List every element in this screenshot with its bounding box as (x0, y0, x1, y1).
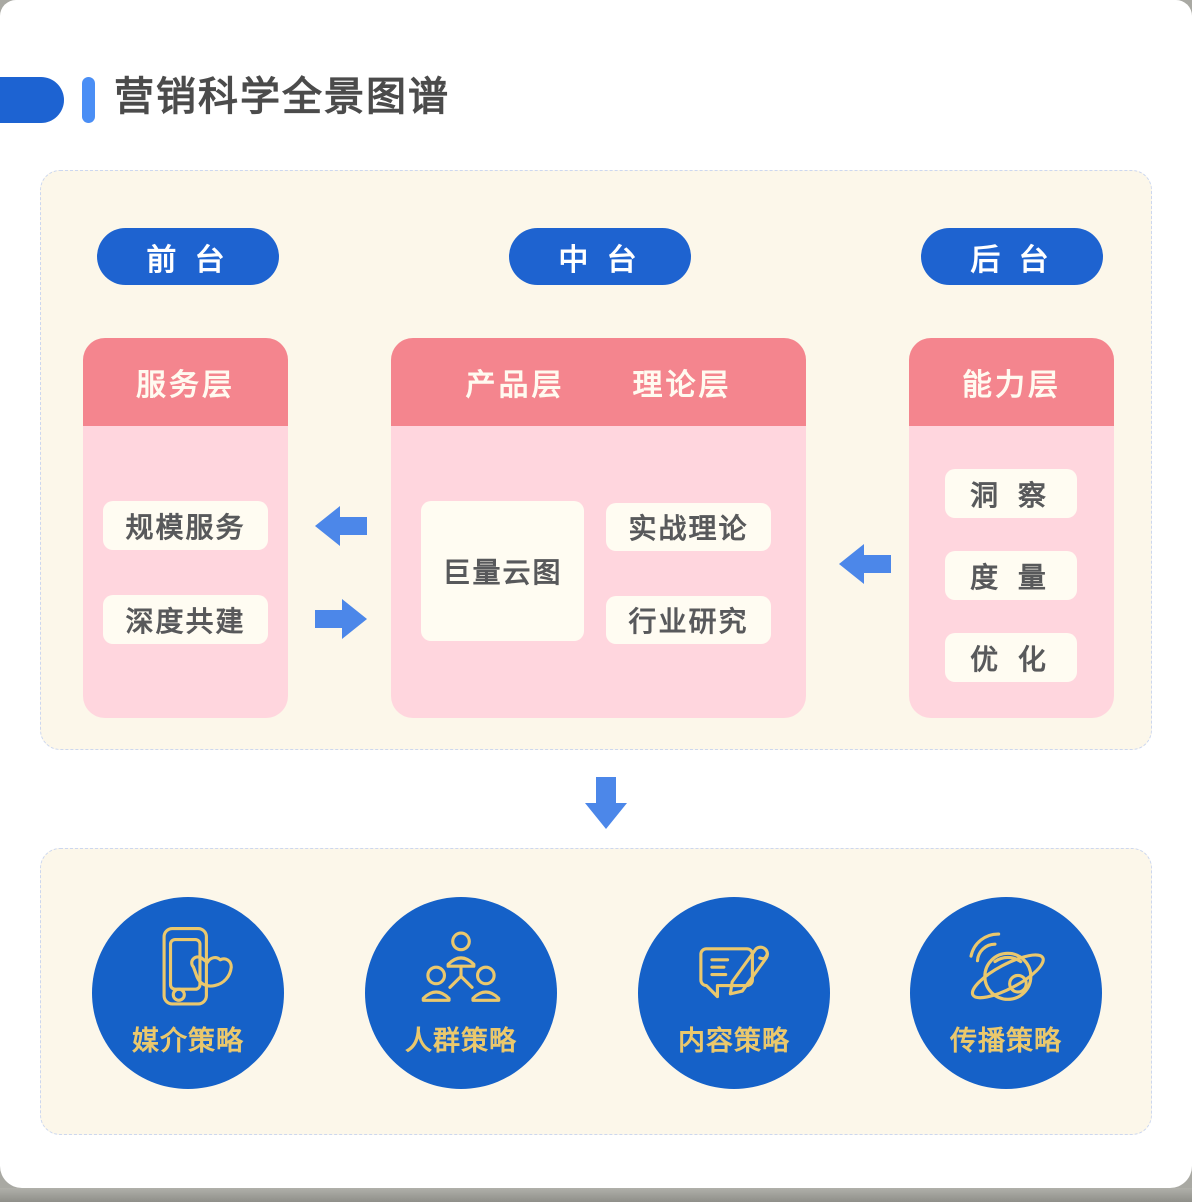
card-service-layer: 服务层 规模服务 深度共建 (83, 338, 288, 718)
card-product-theory-layer: 产品层 理论层 巨量云图 实战理论 行业研究 (391, 338, 806, 718)
item-scale-service: 规模服务 (103, 501, 268, 550)
strategy-label: 传播策略 (950, 1026, 1062, 1056)
item-optimization: 优 化 (945, 633, 1077, 682)
strategy-panel: 媒介策略 人群策略 (40, 848, 1152, 1135)
arrow-left-icon (315, 506, 367, 546)
strategy-label: 内容策略 (678, 1026, 790, 1056)
strategy-content: 内容策略 (638, 897, 830, 1089)
product-theory-body: 巨量云图 实战理论 行业研究 (391, 426, 806, 718)
window-bottom-edge (0, 1188, 1192, 1202)
strategy-label: 媒介策略 (132, 1026, 244, 1056)
theory-layer-label: 理论层 (632, 369, 732, 402)
item-measurement: 度 量 (945, 551, 1077, 600)
arrow-down-icon (585, 777, 627, 829)
strategy-audience: 人群策略 (365, 897, 557, 1089)
service-layer-body: 规模服务 深度共建 (83, 426, 288, 718)
badge-back-stage-label: 后 台 (970, 243, 1054, 277)
title-accent-pill (0, 77, 64, 123)
strategy-label: 人群策略 (405, 1026, 517, 1056)
strategy-media: 媒介策略 (92, 897, 284, 1089)
item-practical-theory: 实战理论 (606, 503, 771, 551)
product-theory-header: 产品层 理论层 (391, 338, 806, 426)
badge-back-stage: 后 台 (921, 228, 1103, 285)
product-layer-label: 产品层 (465, 369, 565, 402)
phone-tap-icon (142, 923, 234, 1015)
strategy-communication: 传播策略 (910, 897, 1102, 1089)
capability-layer-body: 洞 察 度 量 优 化 (909, 426, 1114, 718)
item-juliang-yuntu: 巨量云图 (421, 501, 584, 641)
arrow-left-icon (839, 544, 891, 584)
badge-middle-stage: 中 台 (509, 228, 691, 285)
badge-front-stage-label: 前 台 (146, 243, 230, 277)
item-deep-cocreation: 深度共建 (103, 595, 268, 644)
service-layer-header: 服务层 (83, 338, 288, 426)
item-industry-research: 行业研究 (606, 596, 771, 644)
title-accent-bar (82, 77, 95, 123)
planet-broadcast-icon (960, 923, 1052, 1015)
message-pen-icon (688, 923, 780, 1015)
badge-middle-stage-label: 中 台 (558, 243, 642, 277)
people-group-icon (415, 923, 507, 1015)
card-capability-layer: 能力层 洞 察 度 量 优 化 (909, 338, 1114, 718)
panorama-panel: 前 台 中 台 后 台 服务层 规模服务 深度共建 产品层 理论层 巨量云图 实… (40, 170, 1152, 750)
page-title: 营销科学全景图谱 (114, 75, 450, 119)
item-insight: 洞 察 (945, 469, 1077, 518)
arrow-right-icon (315, 599, 367, 639)
capability-layer-header: 能力层 (909, 338, 1114, 426)
badge-front-stage: 前 台 (97, 228, 279, 285)
